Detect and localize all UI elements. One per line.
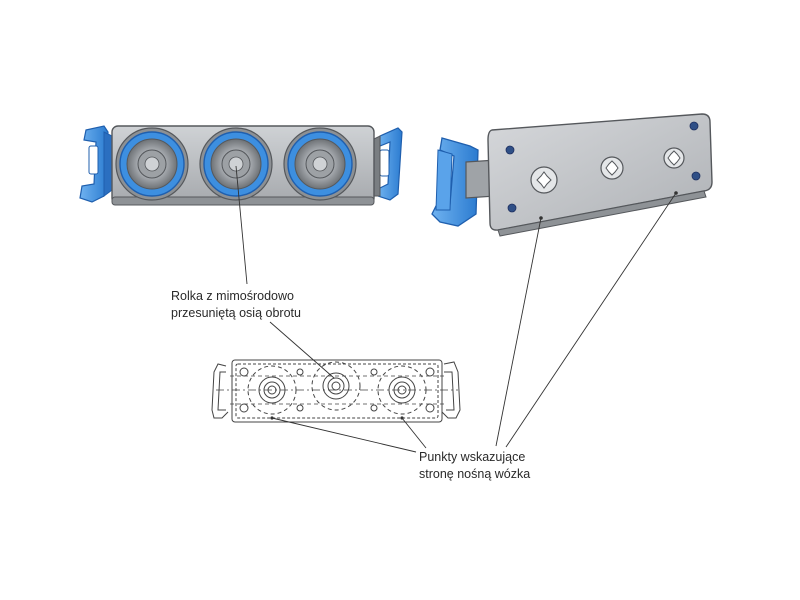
roller-callout-line2: przesuniętą osią obrotu — [171, 306, 301, 320]
back-view-clip — [431, 137, 479, 227]
roller-left — [115, 127, 189, 201]
roller-callout-line1: Rolka z mimośrodowo — [171, 289, 294, 303]
screw-left — [530, 166, 558, 194]
points-callout-label: Punkty wskazujące stronę nośną wózka — [419, 449, 530, 483]
leader-points-2 — [401, 417, 427, 449]
screw-right — [663, 147, 685, 169]
roller-callout-label: Rolka z mimośrodowo przesuniętą osią obr… — [171, 288, 301, 322]
right-clip — [371, 127, 403, 201]
leader-points-4 — [505, 192, 677, 448]
leader-points-3 — [495, 217, 542, 447]
points-callout-line2: stronę nośną wózka — [419, 467, 531, 481]
leader-points-1 — [271, 417, 417, 453]
left-clip — [79, 125, 113, 203]
roller-middle-eccentric — [199, 127, 273, 201]
points-callout-line1: Punkty wskazujące — [419, 450, 526, 464]
technical-drawing — [211, 359, 461, 423]
trolley-back-view — [431, 113, 713, 237]
leader-roller-up — [235, 165, 248, 285]
screw-middle — [600, 156, 624, 180]
trolley-roller-view — [79, 125, 403, 206]
leader-roller-down — [269, 321, 335, 379]
leader-lines — [235, 165, 677, 453]
roller-right — [283, 127, 357, 201]
